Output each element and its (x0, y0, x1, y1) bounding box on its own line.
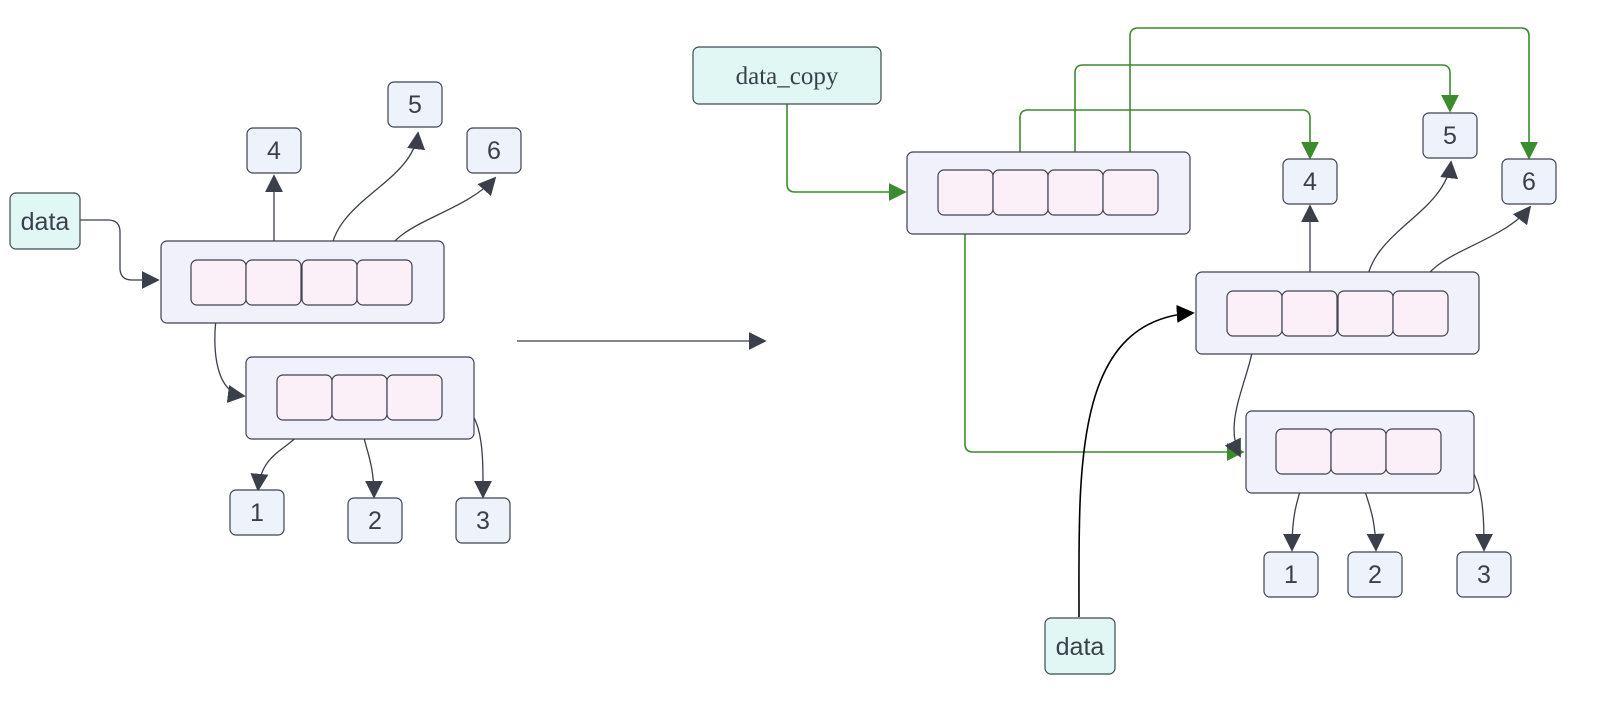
value-label: 5 (408, 91, 422, 119)
value-label: 2 (368, 507, 382, 535)
list-cell (276, 374, 333, 421)
value-node-4: 4 (1282, 158, 1338, 205)
shared-inner-list-container (1245, 410, 1475, 494)
list-cell (301, 259, 358, 306)
value-node-2: 2 (1347, 551, 1403, 598)
value-node-3: 3 (455, 497, 511, 544)
value-label: 2 (1368, 561, 1382, 589)
edge-copy-cell-to-5 (1074, 64, 1459, 170)
list-cell (1047, 169, 1104, 216)
list-cell (356, 259, 413, 306)
variable-data-after: data (1044, 617, 1116, 675)
edge-copy-to-new-outer-list (786, 104, 907, 201)
value-node-2: 2 (347, 497, 403, 544)
edge-data-to-outer-list (80, 219, 160, 289)
list-cell (992, 169, 1049, 216)
copy-variable-label: data_copy (736, 63, 839, 90)
value-label: 3 (476, 507, 490, 535)
value-label: 6 (487, 137, 501, 165)
edge-copy-cell-to-4 (1019, 109, 1319, 170)
value-label: 5 (1443, 122, 1457, 150)
value-label: 4 (1303, 168, 1317, 196)
variable-data-before: data (9, 192, 81, 250)
value-node-3: 3 (1456, 551, 1512, 598)
value-node-5: 5 (1422, 112, 1478, 159)
value-node-1: 1 (229, 489, 285, 536)
list-cell (1330, 428, 1387, 475)
value-label: 1 (250, 499, 264, 527)
list-cell (937, 169, 994, 216)
inner-list-container (245, 356, 475, 440)
variable-label: data (1056, 633, 1105, 661)
value-node-6: 6 (466, 127, 522, 174)
value-node-4: 4 (246, 127, 302, 174)
before-section: data 4 5 6 (9, 81, 522, 544)
copied-outer-list-container (906, 151, 1191, 235)
variable-label: data (21, 208, 70, 236)
list-cell (331, 374, 388, 421)
value-label: 4 (267, 137, 281, 165)
list-cell (1226, 290, 1283, 337)
outer-list-container (160, 240, 445, 324)
list-cell (1281, 290, 1338, 337)
value-label: 1 (1284, 561, 1298, 589)
outer-list-container (1195, 271, 1480, 355)
list-cell (1275, 428, 1332, 475)
after-section: data_copy 4 (692, 27, 1557, 675)
value-label: 6 (1522, 168, 1536, 196)
list-cell (1392, 290, 1449, 337)
list-cell (386, 374, 443, 421)
value-label: 3 (1477, 561, 1491, 589)
value-node-1: 1 (1263, 551, 1319, 598)
edge-data-to-outer-list (1078, 304, 1195, 618)
list-cell (1385, 428, 1442, 475)
list-cell (245, 259, 302, 306)
edge-copy-cell-to-shared-inner-list (964, 215, 1245, 461)
value-node-5: 5 (387, 81, 443, 128)
variable-data-copy: data_copy (692, 46, 882, 105)
list-cell (1337, 290, 1394, 337)
list-cell (1102, 169, 1159, 216)
value-node-6: 6 (1501, 158, 1557, 205)
edge-cell-to-5 (1365, 160, 1459, 291)
edge-copy-cell-to-6 (1129, 27, 1538, 170)
list-cell (190, 259, 247, 306)
